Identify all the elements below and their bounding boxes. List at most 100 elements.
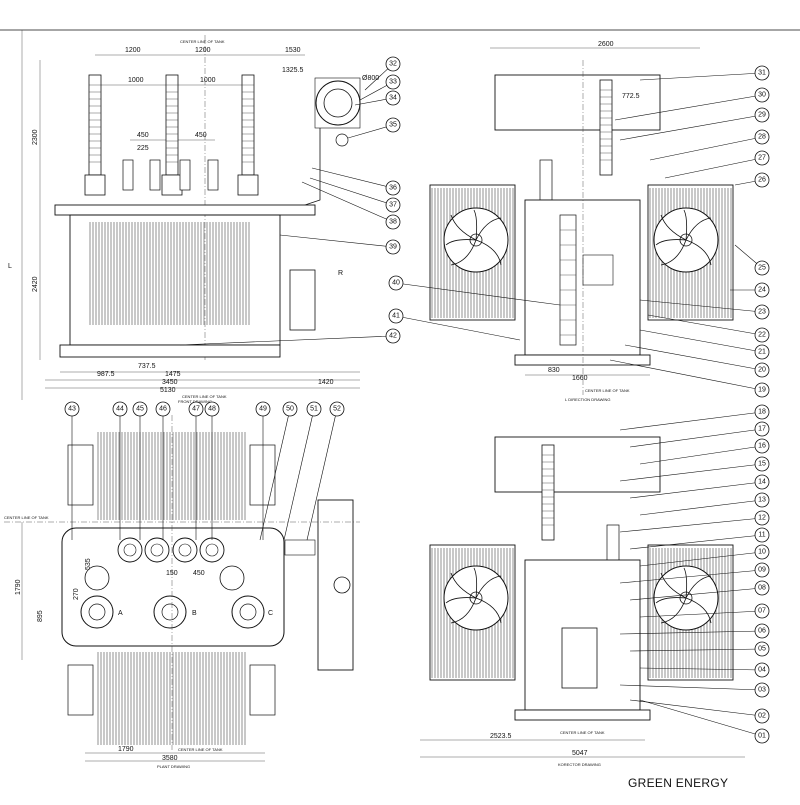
balloon-38: 38 xyxy=(301,181,401,230)
front-control-box xyxy=(289,269,316,331)
svg-text:50: 50 xyxy=(286,406,294,413)
balloon-35: 35 xyxy=(347,117,401,139)
dim-1420: 1420 xyxy=(318,379,334,386)
balloon-20: 20 xyxy=(624,344,770,378)
svg-text:25: 25 xyxy=(758,265,766,272)
svg-text:20: 20 xyxy=(758,367,766,374)
balloon-05: 05 xyxy=(629,641,770,657)
svg-text:14: 14 xyxy=(758,479,766,486)
balloon-01: 01 xyxy=(639,699,770,744)
balloon-03: 03 xyxy=(619,682,770,698)
balloon-28: 28 xyxy=(649,129,770,161)
svg-text:16: 16 xyxy=(758,443,766,450)
balloon-42: 42 xyxy=(179,328,401,346)
plan-caption: PLANT DRAWING xyxy=(157,764,190,769)
balloon-32: 32 xyxy=(364,56,401,91)
l-center-line-label: CENTER LINE OF TANK xyxy=(585,388,630,393)
dim-1000a: 1000 xyxy=(128,77,144,84)
balloon-06: 06 xyxy=(619,623,770,639)
plan-center-line-bottom-label: CENTER LINE OF TANK xyxy=(178,747,223,752)
l-hv-bushing xyxy=(599,79,613,176)
plan-dim-270: 270 xyxy=(73,588,80,600)
balloon-13: 13 xyxy=(639,492,770,516)
balloon-04: 04 xyxy=(639,662,770,678)
balloon-15: 15 xyxy=(619,456,770,482)
l-caption: L DIRECTION DRAWING xyxy=(565,397,610,402)
l-conservator xyxy=(494,74,661,131)
dim-1530: 1530 xyxy=(285,47,301,54)
k-hv-bushing xyxy=(541,444,555,541)
plan-view: A B C 150 450 535 270 CENTER LINE OF TAN… xyxy=(4,401,360,769)
balloon-16: 16 xyxy=(639,438,770,465)
k-fan-right-icon xyxy=(653,565,719,631)
dim-1200b: 1200 xyxy=(195,47,211,54)
svg-text:43: 43 xyxy=(68,406,76,413)
plan-lv-bushings xyxy=(117,537,225,563)
svg-text:06: 06 xyxy=(758,628,766,635)
svg-text:18: 18 xyxy=(758,409,766,416)
plan-dim-450: 450 xyxy=(193,570,205,577)
balloon-25: 25 xyxy=(734,244,770,276)
plan-radiators-top xyxy=(97,432,246,520)
svg-text:04: 04 xyxy=(758,667,766,674)
svg-text:08: 08 xyxy=(758,585,766,592)
balloon-41: 41 xyxy=(388,308,521,341)
k-control-cabinet xyxy=(561,627,598,689)
hv-bushing-3 xyxy=(237,74,259,196)
svg-text:46: 46 xyxy=(159,406,167,413)
balloon-09: 09 xyxy=(619,562,770,584)
k-fan-left-icon xyxy=(443,565,509,631)
plan-center-line-left-label: CENTER LINE OF TANK xyxy=(4,515,49,520)
svg-text:42: 42 xyxy=(389,333,397,340)
hv-bushing-2 xyxy=(161,74,183,196)
svg-text:01: 01 xyxy=(758,733,766,740)
lv-bushings xyxy=(122,159,219,191)
balloon-30: 30 xyxy=(614,87,770,121)
balloon-47: 47 xyxy=(188,401,204,540)
plan-dim-1790v: 1790 xyxy=(15,579,22,595)
svg-text:30: 30 xyxy=(758,92,766,99)
svg-text:28: 28 xyxy=(758,134,766,141)
balloon-44: 44 xyxy=(112,401,128,540)
plan-dim-535: 535 xyxy=(85,558,92,570)
balloon-49: 49 xyxy=(255,401,271,540)
plan-dim-895: 895 xyxy=(37,610,44,622)
dim-450a: 450 xyxy=(137,132,149,139)
balloon-08: 08 xyxy=(629,580,770,601)
front-view: CENTER LINE OF TANK 1200 1200 1530 1325.… xyxy=(8,35,401,404)
svg-text:45: 45 xyxy=(136,406,144,413)
balloon-46: 46 xyxy=(155,401,171,540)
dim-225: 225 xyxy=(137,145,149,152)
plan-breather xyxy=(333,576,351,594)
l-ladder xyxy=(559,214,577,346)
plan-side-rad-tr xyxy=(249,444,276,506)
plan-dim-3580: 3580 xyxy=(162,755,178,762)
dim-987: 987.5 xyxy=(97,371,115,378)
dim-2300: 2300 xyxy=(32,129,39,145)
svg-text:37: 37 xyxy=(389,202,397,209)
dim-5130: 5130 xyxy=(160,387,176,394)
dim-1475: 1475 xyxy=(165,371,181,378)
dim-1660: 1660 xyxy=(572,375,588,382)
balloon-36: 36 xyxy=(311,167,401,196)
conservator-front: Ø800 xyxy=(314,75,379,147)
balloon-11: 11 xyxy=(629,527,770,550)
svg-text:22: 22 xyxy=(758,332,766,339)
balloon-19: 19 xyxy=(609,359,770,398)
balloon-51: 51 xyxy=(283,401,322,541)
brand-label: GREEN ENERGY xyxy=(628,776,729,790)
plan-pipe-box xyxy=(284,539,316,556)
balloon-48: 48 xyxy=(204,401,220,540)
balloon-21: 21 xyxy=(639,329,770,360)
svg-text:35: 35 xyxy=(389,122,397,129)
svg-text:21: 21 xyxy=(758,349,766,356)
svg-text:48: 48 xyxy=(208,406,216,413)
dim-2420: 2420 xyxy=(32,276,39,292)
svg-text:31: 31 xyxy=(758,70,766,77)
plan-side-rad-bl xyxy=(67,664,94,716)
balloon-40: 40 xyxy=(388,275,561,306)
